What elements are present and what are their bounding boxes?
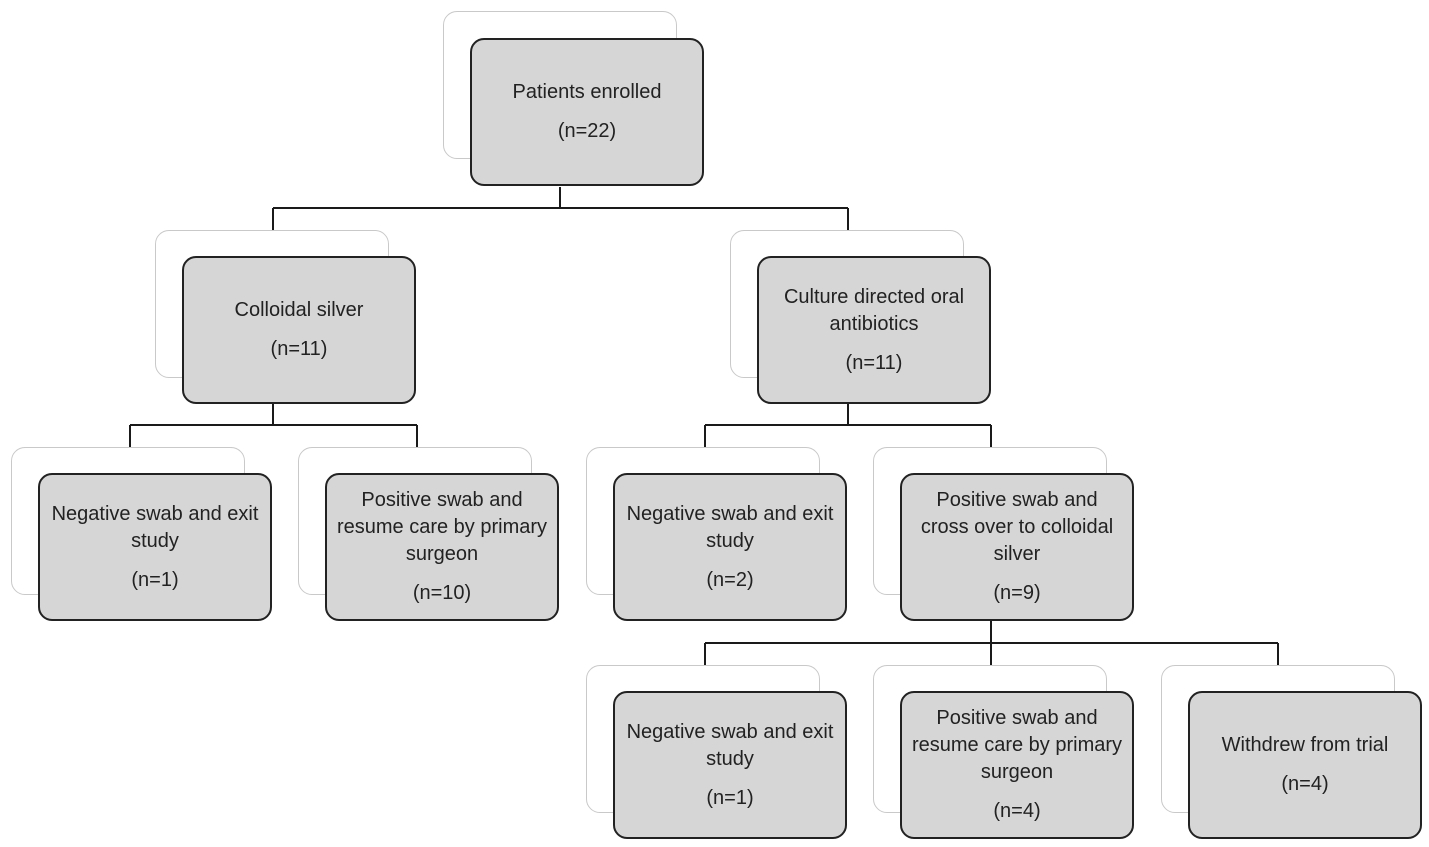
node-culture-directed-antibiotics: Culture directed oral antibiotics (n=11) — [757, 256, 991, 404]
node-colloidal-silver: Colloidal silver (n=11) — [182, 256, 416, 404]
node-label: Withdrew from trial — [1221, 734, 1389, 756]
node-label: Positive swab and resume care by primary… — [911, 707, 1123, 783]
node-label: Positive swab and resume care by primary… — [336, 489, 548, 565]
node-label: Positive swab and cross over to colloida… — [920, 489, 1114, 565]
node-patients-enrolled: Patients enrolled (n=22) — [470, 38, 704, 186]
node-antibiotics-positive-swab: Positive swab and cross over to colloida… — [900, 473, 1134, 621]
node-count: (n=4) — [1281, 773, 1329, 795]
node-count: (n=4) — [993, 800, 1041, 822]
node-label: Negative swab and exit study — [626, 720, 834, 770]
node-count: (n=11) — [270, 338, 328, 360]
node-label: Patients enrolled — [512, 81, 662, 103]
node-count: (n=1) — [706, 786, 754, 809]
node-count: (n=9) — [993, 582, 1041, 604]
node-crossover-negative-swab: Negative swab and exit study (n=1) — [613, 691, 847, 839]
node-count: (n=22) — [557, 120, 617, 142]
node-count: (n=11) — [845, 351, 903, 374]
node-label: Colloidal silver — [234, 299, 364, 321]
node-count: (n=2) — [706, 568, 754, 591]
node-silver-positive-swab: Positive swab and resume care by primary… — [325, 473, 559, 621]
node-label: Culture directed oral antibiotics — [783, 285, 965, 335]
node-antibiotics-negative-swab: Negative swab and exit study (n=2) — [613, 473, 847, 621]
node-count: (n=1) — [131, 568, 179, 591]
node-label: Negative swab and exit study — [626, 502, 834, 552]
node-label: Negative swab and exit study — [51, 502, 259, 552]
node-count: (n=10) — [412, 582, 472, 604]
node-silver-negative-swab: Negative swab and exit study (n=1) — [38, 473, 272, 621]
node-crossover-positive-swab: Positive swab and resume care by primary… — [900, 691, 1134, 839]
node-withdrew-from-trial: Withdrew from trial (n=4) — [1188, 691, 1422, 839]
